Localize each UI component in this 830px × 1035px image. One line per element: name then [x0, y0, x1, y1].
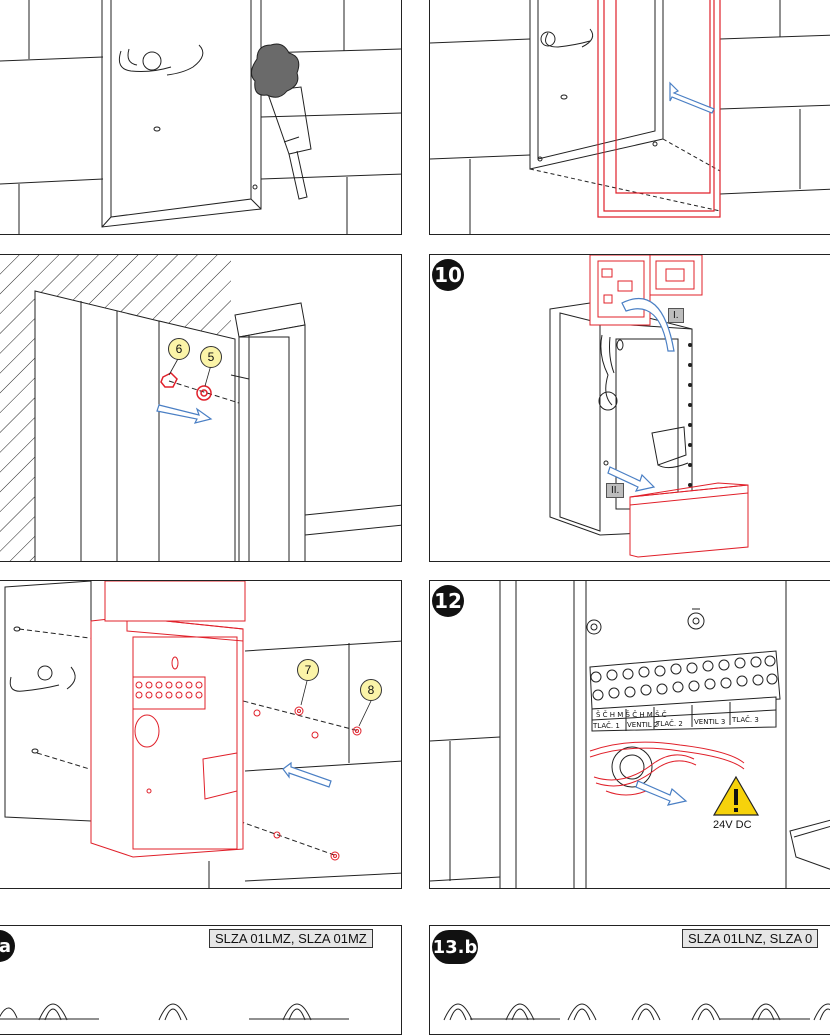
- callout-8: 8: [360, 679, 382, 701]
- corner-fixing-drawing: [0, 255, 401, 561]
- terminal-label-tlac2: TLAČ. 2: [655, 719, 683, 728]
- step-badge-13b: 13.b: [432, 930, 478, 964]
- callout-7: 7: [297, 659, 319, 681]
- step-12-drawing: Š Č H M Š Č H M Š Č TLAČ. 1 VENTIL 2 TLA…: [430, 581, 830, 888]
- terminal-label-tlac3: TLAČ. 3: [731, 715, 759, 724]
- box-mounting-drawing: [4, 581, 401, 888]
- illustration-panel-step-13b: 13.b SLZA 01LNZ, SLZA 0: [429, 925, 830, 1035]
- voltage-label: 24V DC: [713, 819, 752, 831]
- model-label-13a: SLZA 01LMZ, SLZA 01MZ: [209, 929, 373, 948]
- terminal-row-letters: Š Č H M Š Č H M Š Č: [596, 710, 667, 719]
- model-label-13b: SLZA 01LNZ, SLZA 0: [682, 929, 819, 948]
- callout-5: 5: [200, 346, 222, 368]
- illustration-panel-corner-fixing: 6 5: [0, 254, 402, 562]
- terminal-label-tlac1: TLAČ. 1: [592, 721, 620, 730]
- step-10-drawing: [549, 255, 749, 558]
- direction-tag-1: I.: [668, 308, 684, 323]
- callout-6: 6: [168, 338, 190, 360]
- direction-tag-2: II.: [606, 483, 625, 498]
- wall-trowel-drawing: [0, 0, 401, 234]
- step-badge-10: 10: [432, 259, 464, 291]
- illustration-panel-step-10: 10 I. II.: [429, 254, 830, 562]
- illustration-panel-wall-trowel: [0, 0, 402, 235]
- illustration-panel-step-13a: a SLZA 01LMZ, SLZA 01MZ: [0, 925, 402, 1035]
- step-badge-13a: a: [0, 930, 15, 962]
- warning-triangle-icon: [712, 775, 760, 816]
- terminal-label-ventil2: VENTIL 2: [627, 721, 658, 729]
- frame-insert-drawing: [430, 0, 830, 234]
- illustration-panel-frame-insert: [429, 0, 830, 235]
- step-badge-12: 12: [432, 585, 464, 617]
- terminal-label-ventil3: VENTIL 3: [694, 718, 725, 726]
- illustration-panel-box-mounting: 7 8: [0, 580, 402, 889]
- illustration-panel-step-12: Š Č H M Š Č H M Š Č TLAČ. 1 VENTIL 2 TLA…: [429, 580, 830, 889]
